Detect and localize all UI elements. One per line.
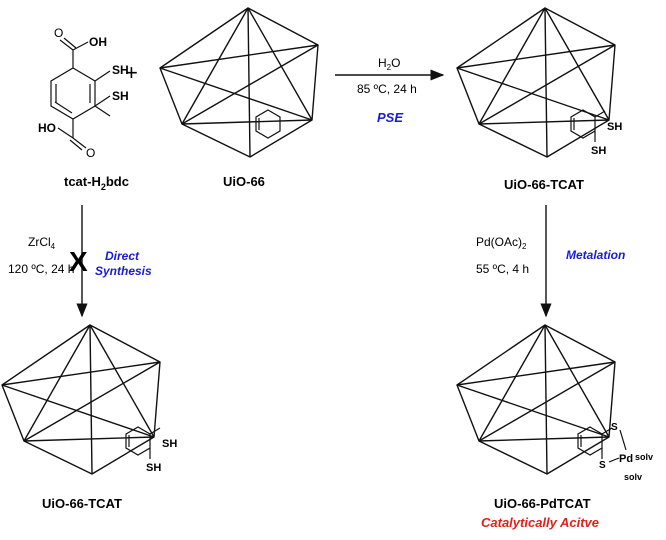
- catalytically-active-note: Catalytically Acitve: [481, 515, 599, 530]
- pse-step-name: PSE: [377, 110, 403, 125]
- direct-synthesis-reagent: ZrCl4: [28, 235, 56, 251]
- pse-reagent: H2O: [378, 56, 400, 72]
- uio66-pdtcat-octahedron: [456, 324, 616, 475]
- pdtcat-solv2: solv: [624, 472, 642, 482]
- blocked-cross-mark: X: [69, 246, 88, 277]
- uio66-tcat-top-label: UiO-66-TCAT: [504, 177, 584, 192]
- uio66-pdtcat-label: UiO-66-PdTCAT: [494, 496, 591, 511]
- direct-synthesis-name-1: Direct: [105, 249, 140, 263]
- pdtcat-s2: S: [599, 460, 606, 471]
- sh-group-1: SH: [112, 63, 129, 77]
- metalation-reagent: Pd(OAc)2: [476, 235, 527, 251]
- direct-synthesis-conditions: 120 ºC, 24 h: [8, 262, 74, 276]
- uio66-label: UiO-66: [223, 174, 265, 189]
- sh-group-2: SH: [112, 89, 129, 103]
- bottom-left-sh1: SH: [162, 438, 177, 450]
- tcat-h2bdc-label: tcat-H2bdc: [64, 174, 129, 192]
- plus-sign: +: [125, 60, 138, 85]
- pse-conditions: 85 ºC, 24 h: [357, 82, 417, 96]
- top-product-sh2: SH: [591, 145, 606, 157]
- direct-synthesis-name-2: Synthesis: [95, 264, 152, 278]
- bottom-left-sh2: SH: [146, 462, 161, 474]
- uio66-tcat-bottom-left-octahedron: [1, 324, 161, 475]
- bottom-left-ring: [125, 426, 161, 459]
- top-product-sh1: SH: [607, 121, 622, 133]
- top-product-ring: [570, 109, 606, 142]
- uio66-tcat-bottom-label: UiO-66-TCAT: [42, 496, 122, 511]
- cooh-top-oh: OH: [89, 35, 107, 49]
- uio66-linker-ring: [255, 109, 281, 139]
- cooh-top-oxygen: O: [54, 26, 63, 40]
- pdtcat-s1: S: [611, 422, 618, 433]
- cooh-bottom-ho: HO: [38, 121, 56, 135]
- tcat-h2bdc-structure: [50, 37, 111, 151]
- pdtcat-solv1: solv: [635, 452, 653, 462]
- metalation-conditions: 55 ºC, 4 h: [476, 262, 529, 276]
- pdtcat-pd: Pd: [619, 453, 633, 465]
- pdtcat-ring: [577, 426, 627, 463]
- cooh-bottom-oxygen: O: [86, 146, 95, 160]
- uio66-tcat-top-octahedron: [456, 7, 616, 158]
- metalation-step-name: Metalation: [566, 248, 625, 262]
- uio66-octahedron: [159, 7, 319, 158]
